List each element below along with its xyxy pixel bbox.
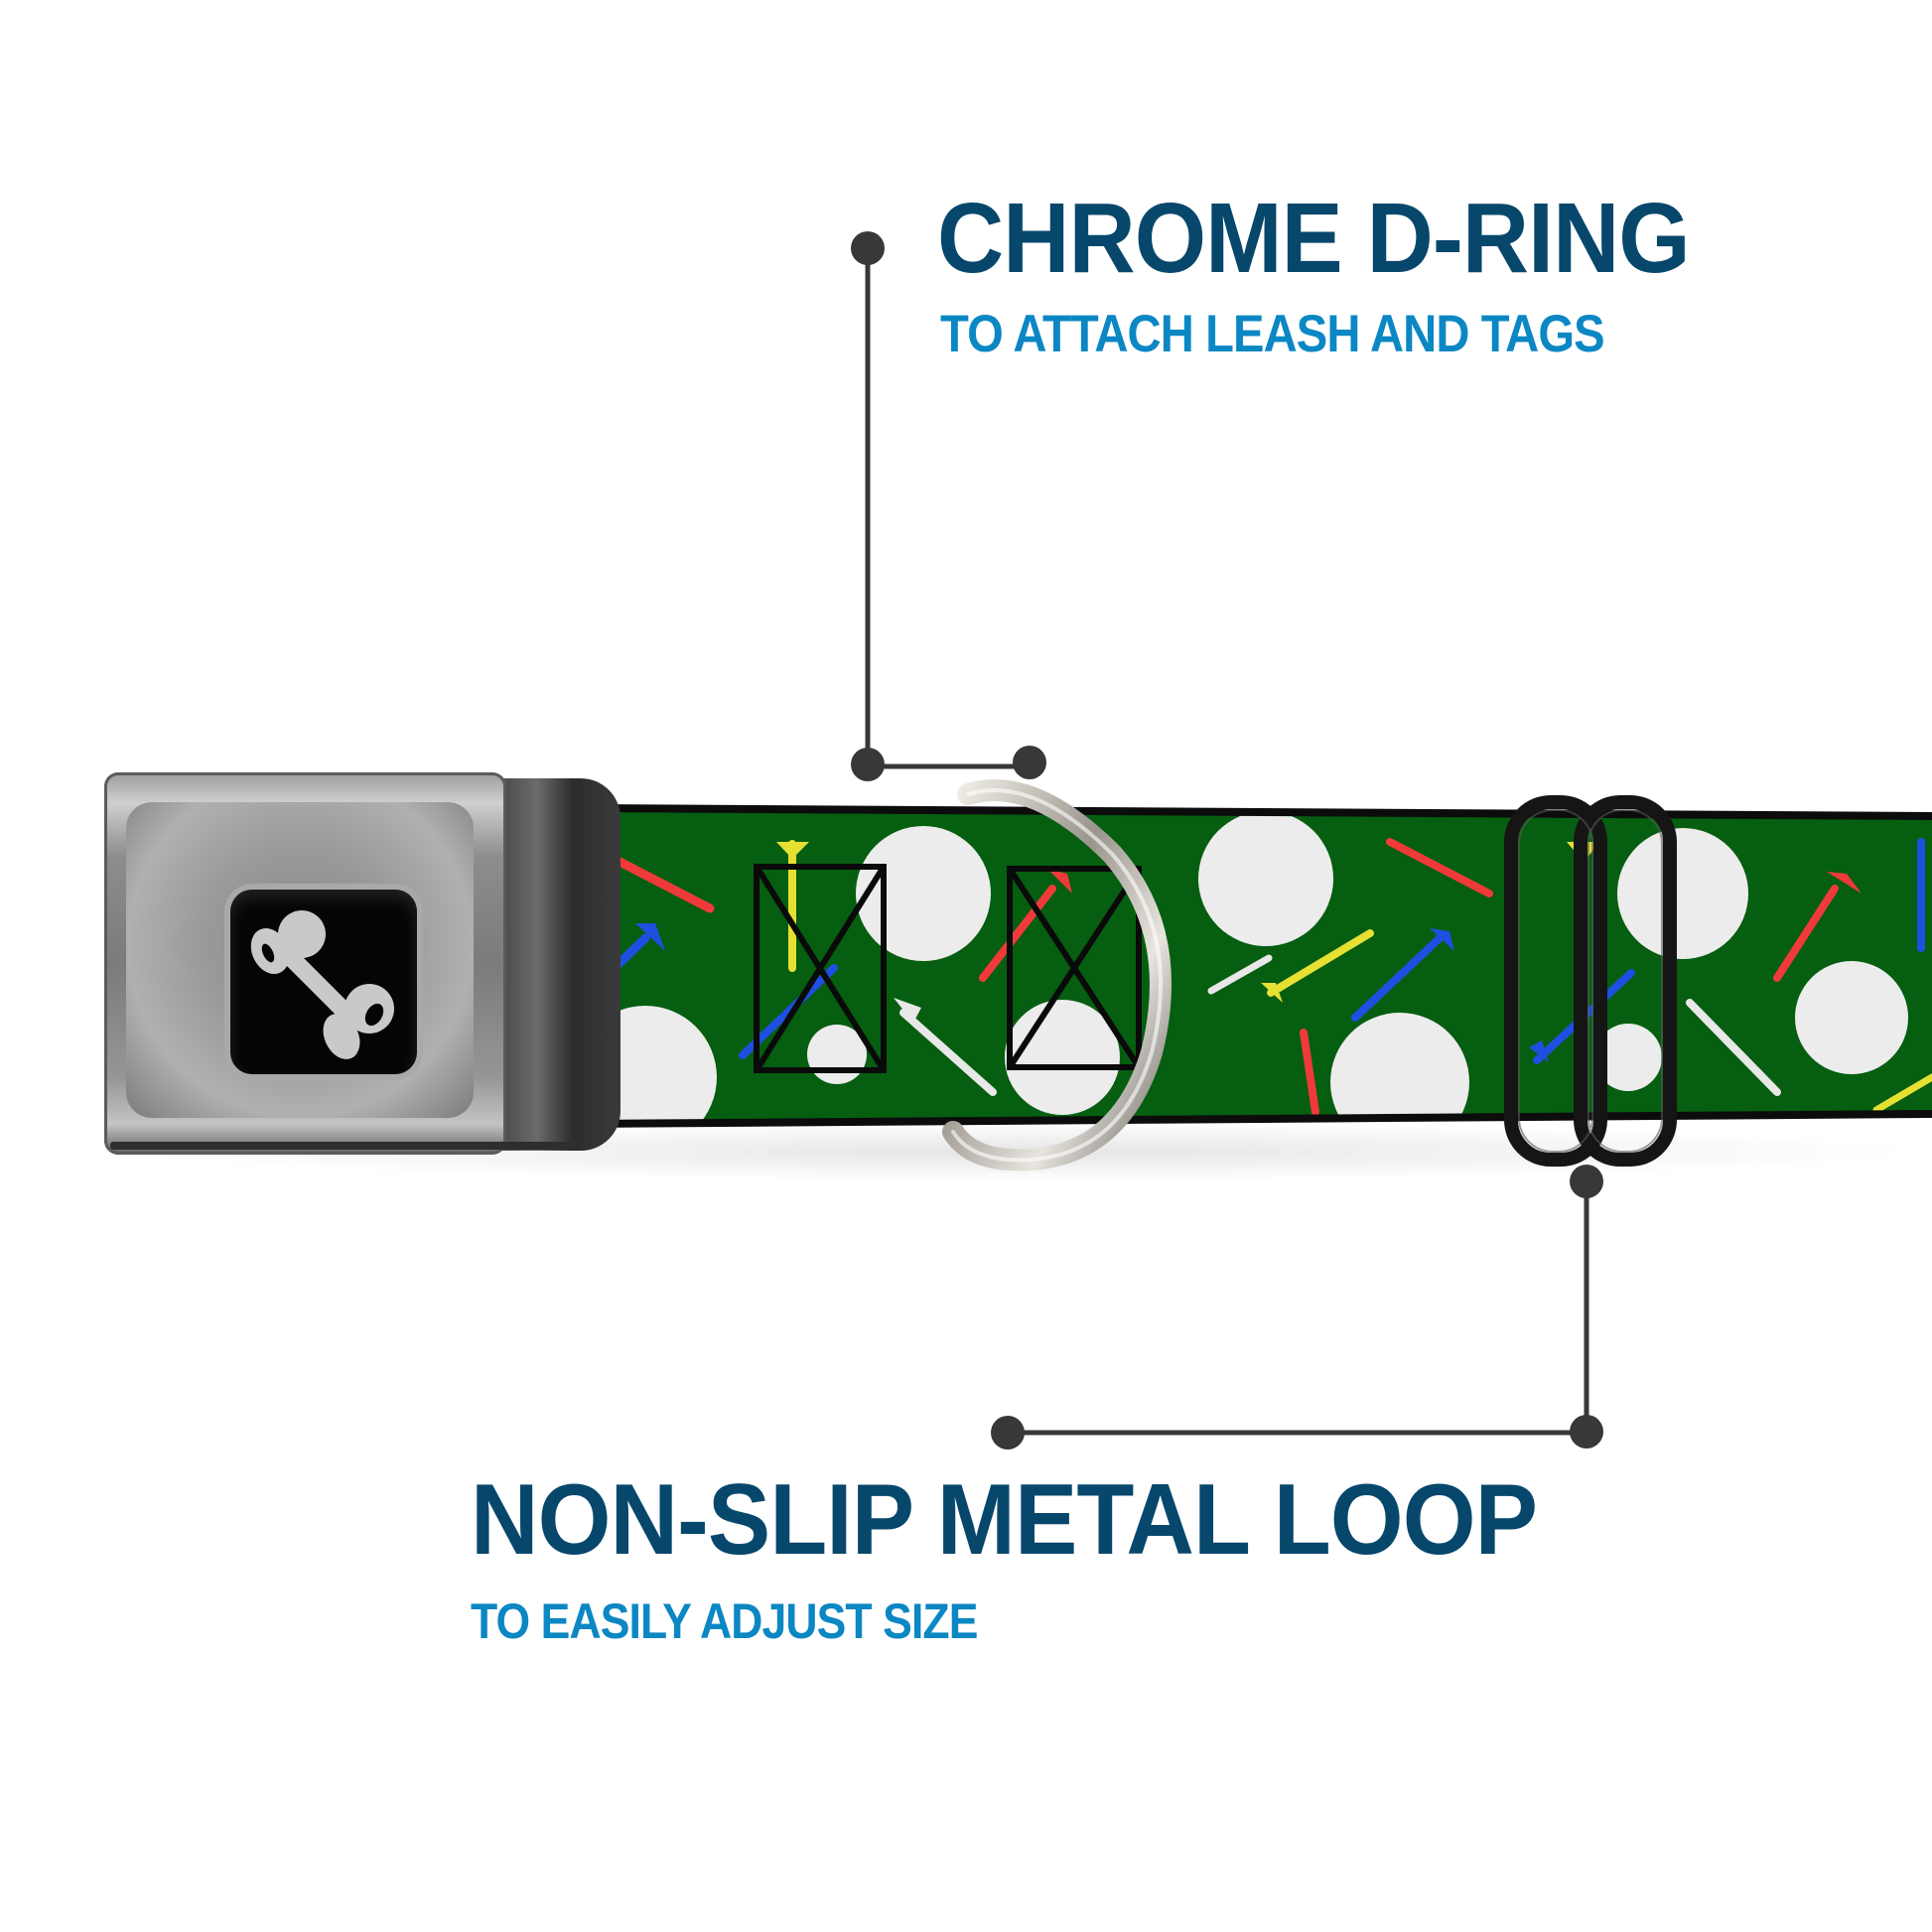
metal-loop-icon	[1504, 795, 1677, 1167]
buckle-bottom-edge	[110, 1142, 577, 1150]
loop-leader-vertical	[1584, 1181, 1589, 1432]
buckle-emblem	[230, 890, 417, 1074]
d-ring-icon	[942, 779, 1172, 1172]
loop-leader-dot-top	[1570, 1165, 1603, 1198]
d-ring-leader-dot-end	[1013, 746, 1046, 779]
loop-leader-horizontal	[1008, 1430, 1587, 1436]
metal-loop-subtitle: TO EASILY ADJUST SIZE	[471, 1593, 978, 1649]
d-ring-leader-vertical	[865, 248, 871, 764]
d-ring-leader-dot-top	[851, 231, 885, 265]
seatbelt-buckle	[104, 772, 621, 1155]
d-ring-leader-dot-corner	[851, 748, 885, 781]
d-ring-leader-horizontal	[868, 763, 1030, 769]
buckle-latch	[501, 778, 621, 1151]
d-ring-subtitle: TO ATTACH LEASH AND TAGS	[940, 305, 1605, 363]
loop-leader-dot-corner	[1570, 1415, 1603, 1449]
d-ring-title: CHROME D-RING	[937, 183, 1691, 294]
metal-loop-title: NON-SLIP METAL LOOP	[471, 1464, 1538, 1576]
loop-leader-dot-end	[991, 1416, 1025, 1449]
box-stitching	[754, 864, 1142, 1073]
dog-bone-icon	[250, 910, 394, 1059]
